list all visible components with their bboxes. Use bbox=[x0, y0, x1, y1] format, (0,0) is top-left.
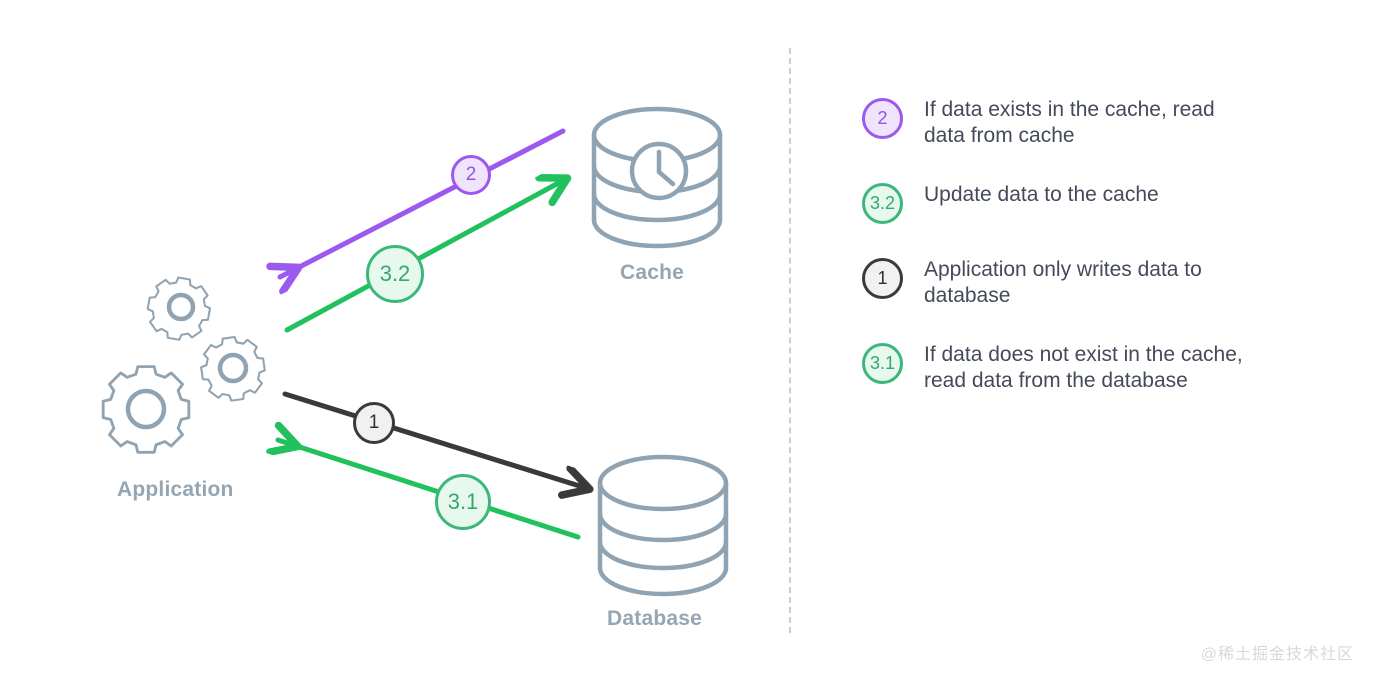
legend-item: 2 If data exists in the cache, read data… bbox=[862, 97, 1332, 149]
legend-item: 1 Application only writes data to databa… bbox=[862, 257, 1332, 309]
arrow-32-application-to-cache bbox=[284, 180, 564, 333]
legend-text: If data exists in the cache, read data f… bbox=[924, 98, 1215, 147]
legend-badge: 3.1 bbox=[862, 343, 903, 384]
flow-badge-3-1: 3.1 bbox=[435, 474, 491, 530]
arrow-31-database-to-application bbox=[278, 440, 581, 540]
node-label-database: Database bbox=[607, 607, 702, 630]
arrow-1-application-to-database bbox=[282, 391, 586, 488]
legend-badge: 1 bbox=[862, 258, 903, 299]
cache-cylinder-clock-icon bbox=[591, 106, 723, 249]
watermark: @稀土掘金技术社区 bbox=[1200, 646, 1354, 663]
legend-text: If data does not exist in the cache, rea… bbox=[924, 343, 1243, 392]
vertical-divider bbox=[789, 48, 791, 633]
legend-list: 2 If data exists in the cache, read data… bbox=[862, 97, 1332, 427]
legend-item: 3.2 Update data to the cache bbox=[862, 182, 1332, 224]
legend-badge: 2 bbox=[862, 98, 903, 139]
flow-badge-1: 1 bbox=[353, 402, 395, 444]
node-label-cache: Cache bbox=[620, 261, 685, 284]
legend-badge: 3.2 bbox=[862, 183, 903, 224]
legend-item: 3.1 If data does not exist in the cache,… bbox=[862, 342, 1332, 394]
legend-text: Application only writes data to database bbox=[924, 258, 1202, 307]
arrow-2-cache-to-application bbox=[280, 128, 566, 277]
gears-icon bbox=[101, 276, 266, 454]
flow-badge-2: 2 bbox=[451, 155, 491, 195]
flow-badge-3-2: 3.2 bbox=[366, 245, 424, 303]
legend-text: Update data to the cache bbox=[924, 183, 1159, 206]
database-cylinder-icon bbox=[597, 454, 729, 597]
cache-aside-diagram bbox=[101, 106, 729, 597]
node-label-application: Application bbox=[117, 478, 234, 501]
